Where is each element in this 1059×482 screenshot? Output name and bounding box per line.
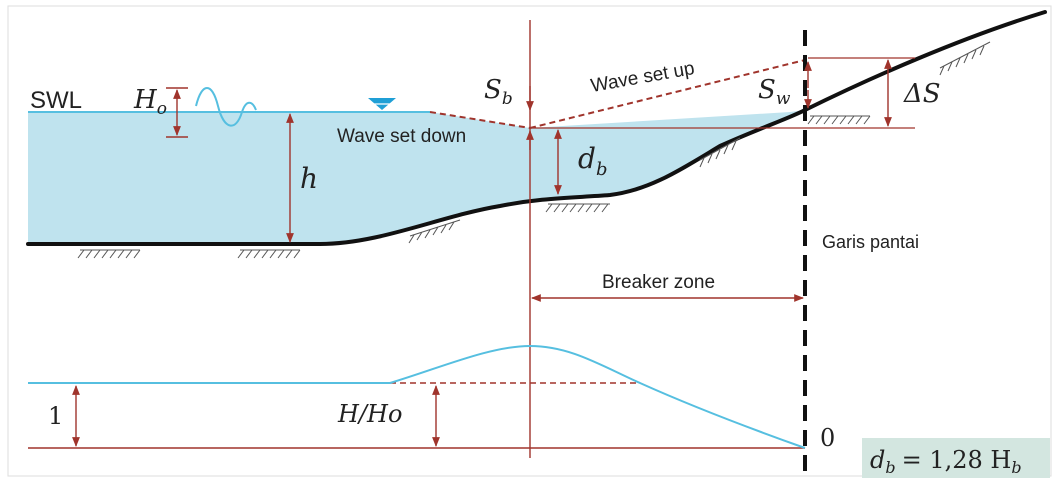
wave-height-curve bbox=[28, 344, 806, 449]
db-label: db bbox=[578, 142, 607, 180]
h-over-ho-label: H/Ho bbox=[337, 400, 402, 428]
zero-label: 0 bbox=[820, 424, 835, 452]
sb-label: Sb bbox=[484, 75, 513, 109]
seabed-profile bbox=[26, 10, 1047, 246]
set-down-line bbox=[429, 111, 531, 129]
sw-label: Sw bbox=[758, 75, 791, 109]
ho-label: Ho bbox=[133, 85, 167, 119]
formula-box bbox=[862, 438, 1050, 478]
ground-hatch-marks bbox=[77, 41, 991, 259]
garis-pantai-label: Garis pantai bbox=[822, 232, 919, 252]
incident-wave bbox=[195, 87, 257, 127]
breaker-zone-label: Breaker zone bbox=[602, 272, 715, 293]
unit-height-label: 1 bbox=[48, 402, 63, 430]
formula-text: db= 1,28 Hb bbox=[870, 446, 1022, 477]
swl-label: SWL bbox=[30, 87, 82, 114]
figure-frame bbox=[7, 5, 1052, 477]
water-body bbox=[28, 110, 805, 244]
h-label: h bbox=[300, 162, 318, 195]
wave-set-down-label: Wave set down bbox=[337, 126, 466, 147]
delta-s-label: ΔS bbox=[903, 79, 941, 109]
set-up-line bbox=[529, 59, 806, 129]
